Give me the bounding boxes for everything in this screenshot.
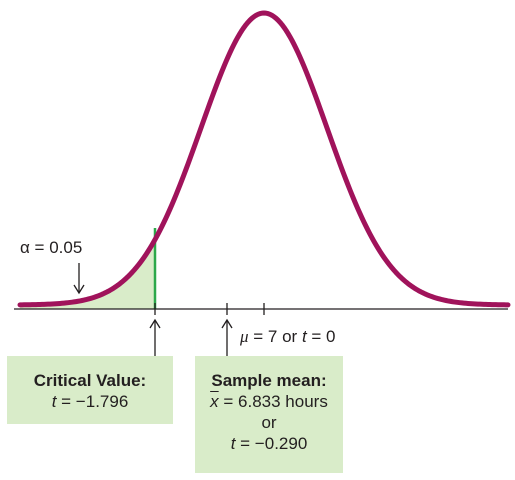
mean-label: μ = 7 or t = 0: [239, 327, 336, 346]
critical-value-arrow-icon: [149, 318, 161, 356]
mu-equals: = 7 or: [249, 327, 302, 346]
critical-value-box: Critical Value: t = −1.796: [7, 356, 173, 424]
sample-mean-heading: Sample mean:: [211, 371, 327, 390]
rejection-region: [20, 239, 155, 309]
critical-t-value: = −1.796: [56, 392, 129, 411]
t-distribution-curve: [17, 10, 511, 308]
sample-mean-xbar-line: x = 6.833 hours: [195, 391, 343, 412]
sample-mean-box: Sample mean: x = 6.833 hours or t = −0.2…: [195, 356, 343, 473]
sample-mean-t-line: t = −0.290: [195, 433, 343, 454]
alpha-label: α = 0.05: [20, 238, 82, 257]
critical-t-symbol: t: [51, 392, 57, 411]
sample-mean-arrow-icon: [221, 318, 233, 356]
mu-symbol: μ: [239, 327, 249, 346]
sample-t-symbol: t: [230, 434, 236, 453]
sample-mean-connector: or: [261, 413, 277, 432]
xbar-symbol: x: [210, 392, 219, 411]
sample-t-value: = −0.290: [235, 434, 308, 453]
alpha-arrow-icon: [73, 263, 85, 295]
mean-t-equals: = 0: [307, 327, 336, 346]
xbar-value: = 6.833 hours: [218, 392, 328, 411]
mean-t-symbol: t: [302, 327, 308, 346]
critical-value-heading: Critical Value:: [33, 371, 147, 390]
critical-value-text: t = −1.796: [7, 391, 173, 412]
